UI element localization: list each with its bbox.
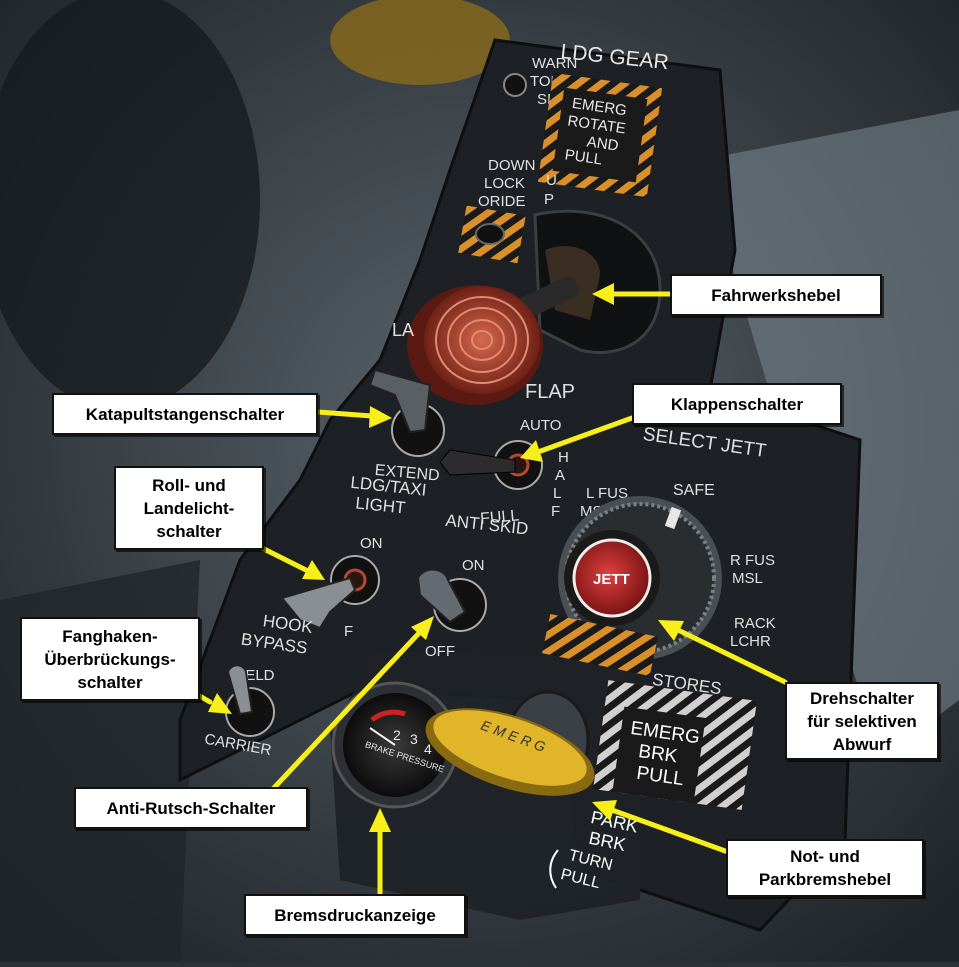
flap-auto-label: AUTO xyxy=(520,417,561,434)
leader-arrows xyxy=(195,283,788,899)
flap-half-h: H xyxy=(558,449,569,466)
callout-emergency-brake: Not- und Parkbremshebel xyxy=(726,839,924,897)
arrow-brake-gauge-head xyxy=(369,808,391,832)
callout-lights: Roll- und Landelicht- schalter xyxy=(114,466,264,550)
arrow-selective-jett-head xyxy=(658,620,684,641)
up-label-p: P xyxy=(544,191,554,208)
arrow-launch-bar xyxy=(315,409,375,419)
arrow-launch-bar-head xyxy=(369,406,392,428)
l-fus-label: L FUS xyxy=(586,485,628,502)
rack-label: RACK xyxy=(734,615,776,632)
callout-launch-bar: Katapultstangenschalter xyxy=(52,393,318,435)
flap-switch[interactable] xyxy=(439,449,516,476)
safe-label: SAFE xyxy=(673,482,715,499)
arrow-flap xyxy=(535,415,635,455)
flap-half-f: F xyxy=(551,503,560,520)
brake-gauge-red-arc xyxy=(370,709,406,722)
light-off-label: F xyxy=(344,623,353,640)
arrow-selective-jett xyxy=(675,627,788,685)
gauge-tick-4: 4 xyxy=(424,741,432,757)
arrow-hook xyxy=(195,692,213,705)
arrow-gear-handle-head xyxy=(592,283,614,305)
arrow-anti-skid-head xyxy=(411,616,434,640)
launch-bar-label: LA xyxy=(392,320,414,340)
flap-half-l: L xyxy=(553,485,561,502)
warn-tone-sil-button[interactable] xyxy=(503,73,527,97)
jett-button-label: JETT xyxy=(593,571,630,588)
arrow-emergency-brake-head xyxy=(592,800,617,821)
jett-button[interactable] xyxy=(564,530,660,626)
arrow-emergency-brake xyxy=(609,807,731,855)
callout-anti-skid: Anti-Rutsch-Schalter xyxy=(74,787,308,829)
oride-label: ORIDE xyxy=(478,193,526,210)
light-on-label: ON xyxy=(360,535,383,552)
arrow-flap-head xyxy=(520,440,543,462)
hook-bypass-switch[interactable] xyxy=(226,664,254,716)
anti-skid-switch[interactable] xyxy=(416,568,467,624)
r-msl-label: MSL xyxy=(732,570,763,587)
anti-skid-off-label: OFF xyxy=(425,643,455,660)
emerg-rotate-inner xyxy=(552,87,648,183)
callout-flap: Klappenschalter xyxy=(632,383,842,425)
flap-full-label: FULL xyxy=(480,507,521,527)
r-fus-label: R FUS xyxy=(730,552,775,569)
pull-label: PULL xyxy=(564,146,604,168)
arrow-lights-head xyxy=(302,560,325,580)
lchr-label: LCHR xyxy=(730,633,771,650)
extend-label: EXTEND xyxy=(374,462,440,485)
callout-selective-jett: Drehschalter für selektiven Abwurf xyxy=(785,682,939,760)
callout-hook-bypass: Fanghaken- Überbrückungs- schalter xyxy=(20,617,200,701)
brake-gauge-needle xyxy=(369,727,396,746)
arrow-lights xyxy=(259,545,309,573)
emergency-brake-handle[interactable] xyxy=(415,691,605,814)
launch-bar-switch[interactable] xyxy=(368,368,432,434)
arrow-hook-head xyxy=(208,693,232,714)
callout-gear-handle: Fahrwerkshebel xyxy=(670,274,882,316)
up-label-u: U xyxy=(546,172,557,189)
callout-brake-pressure: Bremsdruckanzeige xyxy=(244,894,466,936)
and-label: AND xyxy=(586,133,620,154)
background-blur-shape xyxy=(0,0,260,410)
lock-label: LOCK xyxy=(484,175,525,192)
down-label: DOWN xyxy=(488,157,536,174)
arrow-anti-skid xyxy=(269,629,423,793)
warn-label: WARN xyxy=(532,55,577,72)
gauge-tick-2: 2 xyxy=(393,727,401,743)
flap-half-a: A xyxy=(555,467,565,484)
gear-handle[interactable] xyxy=(407,285,543,405)
jett-stripes xyxy=(542,614,658,676)
background-yellow-handle xyxy=(330,0,510,85)
flap-label: FLAP xyxy=(525,381,575,403)
anti-skid-on-label: ON xyxy=(462,557,485,574)
gauge-tick-3: 3 xyxy=(410,731,418,747)
emerg-brk-plate xyxy=(612,706,706,804)
light-switch[interactable] xyxy=(280,576,357,630)
turn-pull-arrow xyxy=(549,849,559,889)
down-lock-override-button[interactable] xyxy=(475,223,505,245)
